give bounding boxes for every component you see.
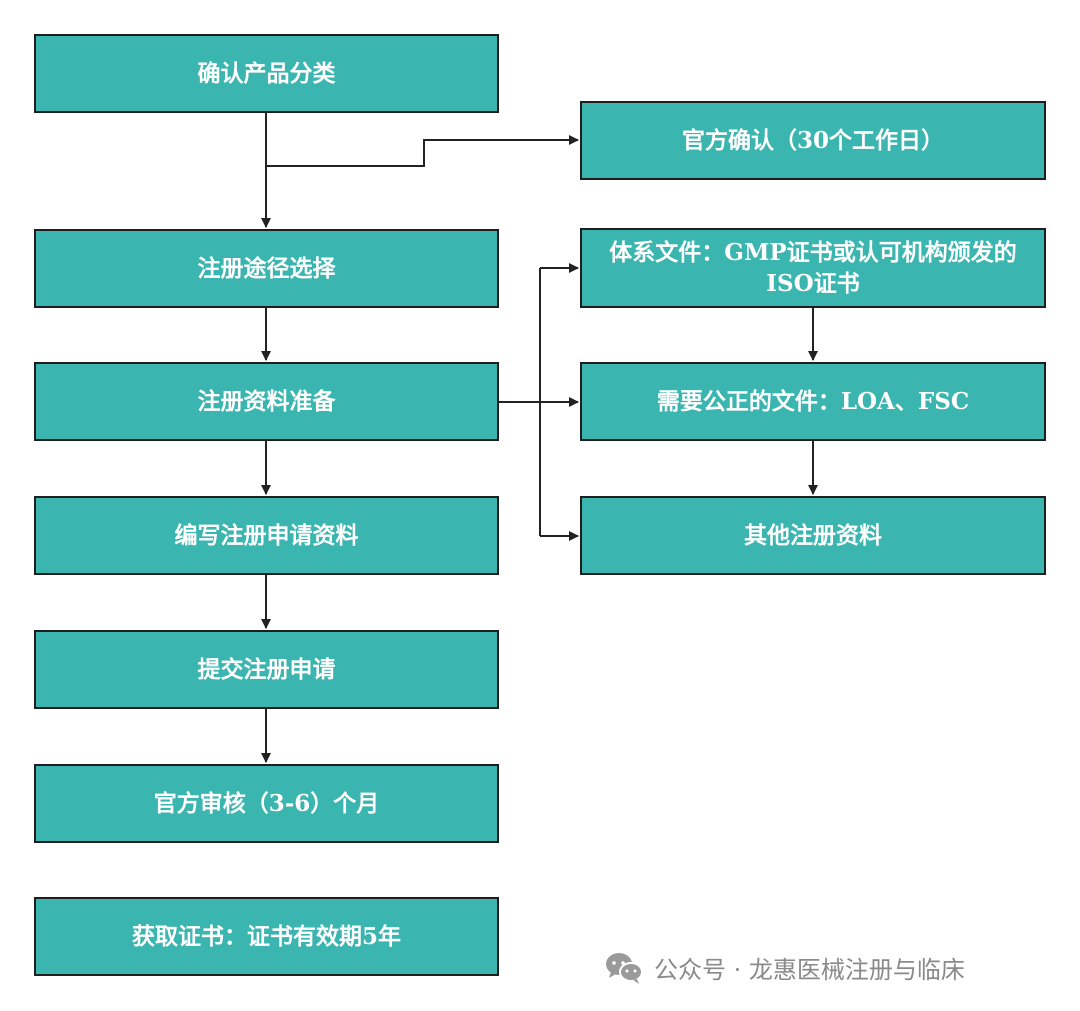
step-label: 官方审核（3-6）个月 (153, 789, 380, 817)
step-label: 官方确认（30个工作日） (681, 126, 944, 154)
step-label: 其他注册资料 (744, 521, 882, 549)
doc-system-certificates: 体系文件：GMP证书或认可机构颁发的ISO证书 (580, 228, 1046, 308)
step-obtain-certificate: 获取证书：证书有效期5年 (34, 897, 499, 976)
step-prepare-materials: 注册资料准备 (34, 362, 499, 441)
step-label: 确认产品分类 (197, 59, 336, 87)
step-label: 获取证书：证书有效期5年 (131, 922, 401, 950)
step-submit-application: 提交注册申请 (34, 630, 499, 709)
doc-notarized-files: 需要公正的文件：LOA、FSC (580, 362, 1046, 441)
watermark-text: 公众号 · 龙惠医械注册与临床 (654, 956, 965, 984)
step-label: 注册资料准备 (197, 387, 336, 415)
step-registration-pathway: 注册途径选择 (34, 229, 499, 308)
step-label: 需要公正的文件：LOA、FSC (656, 387, 970, 415)
arrow-classify-to-official-confirm (266, 135, 579, 167)
step-compile-application: 编写注册申请资料 (34, 496, 499, 575)
step-label: 提交注册申请 (197, 655, 336, 683)
step-official-review: 官方审核（3-6）个月 (34, 764, 499, 843)
step-label: 注册途径选择 (197, 254, 336, 282)
watermark: 公众号 · 龙惠医械注册与临床 (604, 950, 965, 985)
step-label: 体系文件：GMP证书或认可机构颁发的ISO证书 (609, 238, 1017, 297)
wechat-icon (606, 952, 643, 984)
step-confirm-classification: 确认产品分类 (34, 34, 499, 113)
step-official-confirmation: 官方确认（30个工作日） (580, 101, 1046, 180)
step-label: 编写注册申请资料 (174, 521, 359, 549)
doc-other-materials: 其他注册资料 (580, 496, 1046, 575)
